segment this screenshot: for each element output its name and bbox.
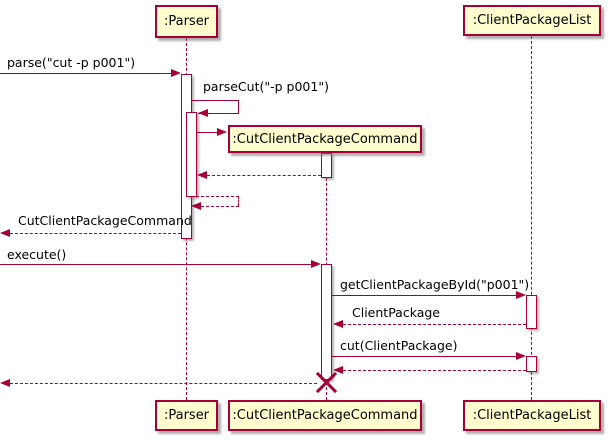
message-label-return-command: CutClientPackageCommand bbox=[18, 213, 192, 228]
message-arrow-selfreturn-back bbox=[201, 206, 239, 207]
arrowhead-icon bbox=[516, 291, 526, 299]
message-arrow-cut-return bbox=[343, 370, 526, 371]
participant-label: :Parser bbox=[163, 14, 210, 29]
arrowhead-icon bbox=[198, 109, 208, 117]
message-label-clientpackage: ClientPackage bbox=[352, 305, 441, 320]
message-arrow-cut bbox=[332, 356, 516, 357]
activation-clientpackagelist-1 bbox=[526, 295, 537, 329]
arrowhead-icon bbox=[516, 352, 526, 360]
message-arrow-final-return bbox=[10, 383, 317, 384]
activation-cutcommand-execute bbox=[321, 264, 332, 380]
activation-clientpackagelist-2 bbox=[526, 356, 537, 372]
participant-parser-bottom: :Parser bbox=[155, 400, 218, 431]
message-label-parsecut: parseCut("-p p001") bbox=[203, 79, 329, 94]
message-arrow-return-command bbox=[10, 233, 181, 234]
message-arrow-getclientpackagebyid bbox=[332, 295, 516, 296]
message-label-getclientpackagebyid: getClientPackageById("p001") bbox=[340, 277, 530, 292]
participant-cut-client-package-command-bottom: :CutClientPackageCommand bbox=[228, 400, 422, 431]
message-arrow-parse bbox=[0, 73, 172, 74]
message-label-parse: parse("cut -p p001") bbox=[7, 55, 136, 70]
arrowhead-icon bbox=[171, 69, 181, 77]
participant-label: :CutClientPackageCommand bbox=[232, 131, 418, 147]
arrowhead-icon bbox=[311, 260, 321, 268]
message-arrow-parsecut-out bbox=[191, 100, 239, 101]
participant-label: :Parser bbox=[163, 408, 210, 423]
lifeline-client-package-list bbox=[531, 36, 532, 400]
message-arrow-selfreturn-out bbox=[191, 196, 239, 197]
message-arrow-parsecut-back bbox=[198, 113, 239, 114]
participant-label: :ClientPackageList bbox=[472, 13, 592, 28]
arrowhead-icon bbox=[0, 229, 10, 237]
arrowhead-icon bbox=[0, 379, 10, 387]
message-arrow-selfreturn-down bbox=[238, 196, 239, 206]
message-label-execute: execute() bbox=[7, 247, 67, 262]
arrowhead-icon bbox=[333, 366, 343, 374]
arrowhead-icon bbox=[333, 320, 343, 328]
activation-cutcommand-constructor bbox=[321, 153, 332, 178]
participant-parser-top: :Parser bbox=[155, 5, 218, 38]
arrowhead-icon bbox=[197, 171, 207, 179]
destroy-x-icon bbox=[315, 371, 338, 394]
message-arrow-execute bbox=[0, 264, 312, 265]
arrowhead-icon bbox=[191, 202, 201, 210]
arrowhead-icon bbox=[217, 128, 227, 136]
activation-parser-2-nested bbox=[186, 112, 197, 197]
message-label-cut: cut(ClientPackage) bbox=[340, 338, 458, 353]
message-arrow-parsecut-down bbox=[238, 100, 239, 113]
participant-client-package-list-bottom: :ClientPackageList bbox=[463, 400, 601, 431]
message-arrow-constructor-return bbox=[207, 175, 321, 176]
participant-label: :ClientPackageList bbox=[472, 408, 592, 423]
message-arrow-create bbox=[197, 132, 218, 133]
participant-label: :CutClientPackageCommand bbox=[232, 408, 418, 423]
participant-cut-client-package-command-created: :CutClientPackageCommand bbox=[228, 125, 422, 153]
message-arrow-clientpackage-return bbox=[343, 324, 526, 325]
participant-client-package-list-top: :ClientPackageList bbox=[463, 5, 601, 36]
